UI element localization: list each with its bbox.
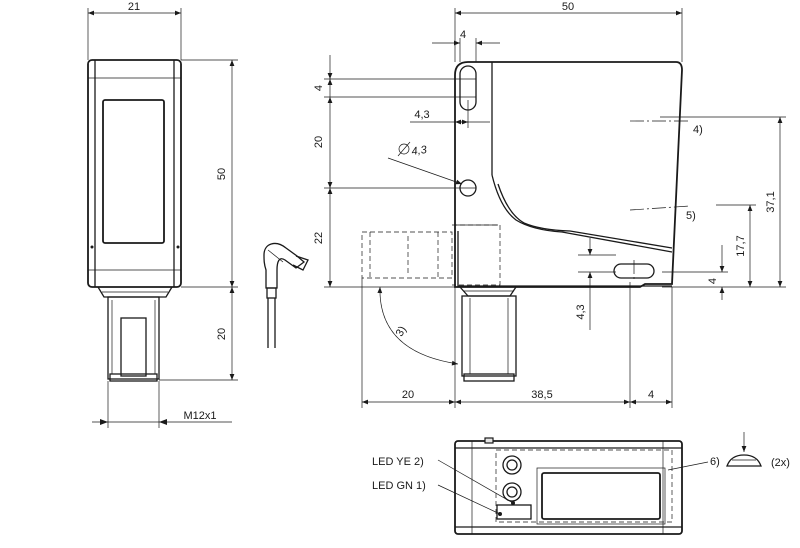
front-lens-window <box>102 99 165 244</box>
callout-6-leader <box>667 461 709 471</box>
thread-arrow-right <box>159 419 167 425</box>
cable-plug-body <box>263 242 306 289</box>
bottom-hole-height-label: 4 <box>707 278 719 284</box>
side-housing-front-step <box>457 231 672 287</box>
side-width-label: 50 <box>562 1 574 13</box>
front-connector-pin-block <box>120 317 147 377</box>
ref-4-label: 37,1 <box>765 191 777 212</box>
hole-pitch-label: 20 <box>313 136 325 148</box>
connector-length-label: 20 <box>216 328 228 340</box>
top-notch-marker <box>484 437 494 444</box>
slot-position-label: 38,5 <box>531 389 552 401</box>
bottom-height-label: 22 <box>313 232 325 244</box>
hole-diameter-leader <box>387 157 463 185</box>
count-label: (2x) <box>771 457 790 469</box>
hole-diameter-label: 4,3 <box>411 144 429 158</box>
cable-plug-strain-relief <box>266 287 277 299</box>
top-spacing-label: 4 <box>460 29 466 41</box>
front-width-label: 21 <box>128 1 140 13</box>
led-yellow-leader <box>437 459 514 504</box>
front-connector-body <box>107 296 160 380</box>
thread-label: M12x1 <box>183 410 216 422</box>
hole-center-x-label: 4,3 <box>414 109 429 121</box>
callout-6: 6) <box>710 456 720 468</box>
side-connector-collar <box>459 286 517 297</box>
cable-plug <box>263 242 309 348</box>
side-dimensions: 50 4 4 20 22 4,3 4,3 37,1 <box>313 1 786 408</box>
led-green-outer <box>502 482 522 502</box>
callout-4: 4) <box>693 124 703 136</box>
top-housing <box>454 440 683 535</box>
top-view: LED YE 2) LED GN 1) 6) (2x) <box>372 432 790 535</box>
top-lens-frame <box>536 467 666 525</box>
diameter-symbol-slash <box>397 141 411 157</box>
front-view <box>87 59 182 382</box>
front-mark-left <box>90 245 94 249</box>
hole-offset-label: 4 <box>313 85 325 91</box>
reference-line-5 <box>629 205 691 211</box>
front-height-label: 50 <box>216 168 228 180</box>
ref-5-label: 17,7 <box>735 235 747 256</box>
front-connector-tip <box>109 373 158 382</box>
side-connector-body <box>461 295 517 377</box>
side-housing-outline <box>454 61 683 288</box>
thread-arrow-left <box>100 419 108 425</box>
led-yellow-icon <box>506 459 518 471</box>
connector-rotated-position <box>361 231 453 279</box>
side-view: 3) 4) 5) <box>361 61 703 382</box>
led-yellow-point <box>511 501 515 505</box>
screw-head-icon <box>726 454 762 467</box>
rotation-arc <box>377 286 459 366</box>
cable-plug-nut <box>292 255 309 271</box>
side-connector-tip <box>463 373 515 382</box>
bottom-hole-x-label: 4,3 <box>575 304 587 319</box>
side-housing-curve-outer <box>491 174 673 253</box>
slot-width-label: 4 <box>648 389 654 401</box>
led-green-leader <box>437 484 501 515</box>
cable-plug-groove <box>267 249 284 263</box>
front-dimensions: 21 50 20 M12x1 <box>87 1 238 428</box>
connector-rotated-base <box>452 224 501 286</box>
led-base-plate <box>496 504 532 520</box>
led-yellow-outer <box>502 455 522 475</box>
front-housing <box>87 59 182 288</box>
top-lens-window <box>541 472 661 520</box>
front-mark-right <box>176 245 180 249</box>
connector-offset-label: 20 <box>402 389 414 401</box>
diameter-symbol-icon <box>398 143 410 155</box>
led-green-label: LED GN 1) <box>372 480 426 492</box>
led-green-icon <box>506 486 518 498</box>
side-housing-curve-inner <box>497 183 673 249</box>
top-label-area <box>495 449 673 523</box>
led-yellow-label: LED YE 2) <box>372 456 424 468</box>
led-green-point <box>498 512 502 516</box>
callout-5: 5) <box>686 210 696 222</box>
